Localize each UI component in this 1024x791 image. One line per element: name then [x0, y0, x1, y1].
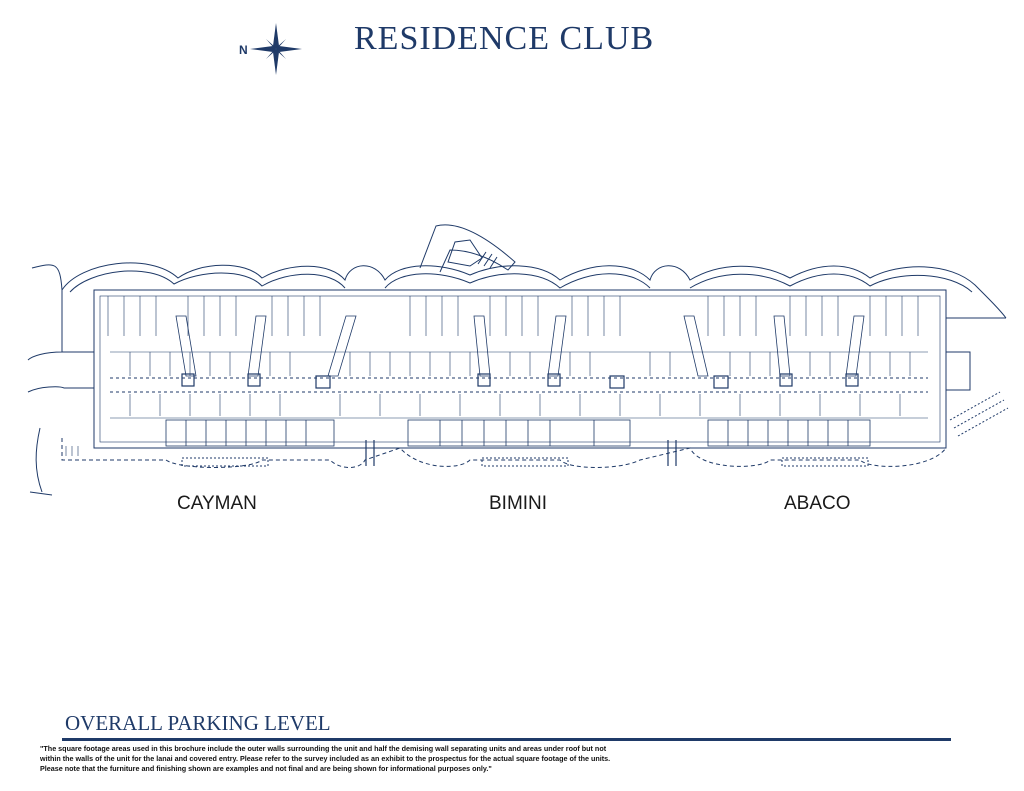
entry-ramp-left	[62, 351, 94, 389]
upper-stalls	[107, 296, 919, 416]
planter-right	[781, 457, 869, 467]
building-label-abaco: ABACO	[784, 493, 851, 514]
building-label-cayman: CAYMAN	[177, 493, 257, 514]
turnaround-pad	[419, 224, 516, 273]
site-curve-left-upper	[27, 264, 63, 361]
parking-level-plan	[27, 224, 1009, 496]
site-edge-left	[35, 427, 43, 493]
entry-ramp-right	[946, 351, 971, 391]
building-label-bimini: BIMINI	[489, 493, 548, 514]
north-boundary	[61, 262, 1007, 319]
footer-divider	[62, 738, 951, 741]
garage-outline	[93, 289, 947, 449]
page-title: RESIDENCE CLUB	[354, 20, 655, 57]
site-tick-left	[29, 491, 53, 496]
walkway-right	[667, 440, 677, 466]
level-title: OVERALL PARKING LEVEL	[65, 711, 331, 735]
turnaround-inner	[447, 239, 483, 267]
walkway-center	[365, 440, 375, 466]
north-arrow-icon: N	[239, 23, 302, 75]
planter-left	[181, 457, 269, 467]
planter-center	[481, 457, 569, 467]
north-boundary-inner	[69, 270, 973, 293]
south-boundary	[61, 438, 947, 468]
site-curve-left-lower	[27, 386, 65, 393]
elevator-cores	[181, 373, 859, 389]
disclaimer-text: "The square footage areas used in this b…	[40, 744, 611, 773]
storage-rooms	[165, 419, 871, 447]
ramps	[175, 315, 865, 377]
north-label: N	[239, 43, 248, 57]
